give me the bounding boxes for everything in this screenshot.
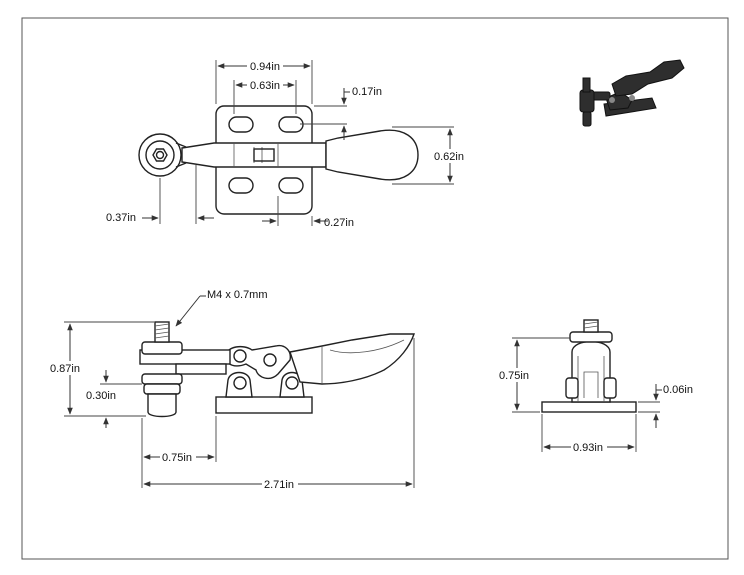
toggle-clamp-render-icon: [579, 59, 685, 127]
handle-side: [289, 333, 415, 385]
dim-total-height: 0.87in: [50, 363, 80, 375]
dim-spindle-height: 0.30in: [86, 390, 116, 402]
dim-base-width: 0.93in: [573, 442, 603, 454]
mount-slot: [278, 177, 304, 194]
dim-width-top: 0.94in: [250, 61, 280, 73]
dim-spindle-reach: 0.75in: [162, 452, 192, 464]
top-view: 0.94in 0.63in 0.17in 0.62in 0.37in 0.27i…: [106, 58, 468, 229]
base-plate-front: [541, 401, 637, 413]
spindle-bumper: [147, 393, 177, 418]
side-view: M4 x 0.7mm 0.87in 0.30in 0.75in 2.71in: [50, 289, 415, 491]
dim-total-length: 2.71in: [264, 479, 294, 491]
mount-slot: [278, 116, 304, 133]
base-plate-side: [215, 396, 313, 414]
mount-slot: [228, 177, 254, 194]
dim-thread: M4 x 0.7mm: [207, 289, 268, 301]
sheet-border: [21, 17, 729, 560]
mount-slot: [228, 116, 254, 133]
front-view: 0.75in 0.06in 0.93in: [498, 319, 693, 454]
dim-front-height: 0.75in: [499, 370, 529, 382]
dim-offset-top: 0.17in: [352, 86, 382, 98]
dim-slot-span: 0.63in: [250, 80, 280, 92]
dim-washer-offset: 0.37in: [106, 212, 136, 224]
dim-handle-height: 0.62in: [434, 151, 464, 163]
dim-base-thickness: 0.06in: [663, 384, 693, 396]
spindle-nut: [141, 341, 183, 355]
dim-base-offset: 0.27in: [324, 217, 354, 229]
handle-top: [325, 129, 419, 181]
